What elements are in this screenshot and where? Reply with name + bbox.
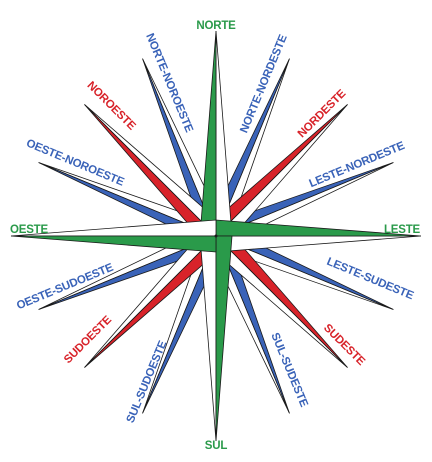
- point-norte-colored-half: [199, 30, 217, 237]
- point-norte: [199, 30, 233, 237]
- label-sudoeste: SUDOESTE: [62, 314, 114, 366]
- label-sul-sudoeste: SUL-SUDOESTE: [125, 339, 170, 425]
- label-noroeste: NOROESTE: [84, 80, 137, 133]
- point-oeste: [10, 219, 217, 253]
- label-leste-sudeste: LESTE-SUDESTE: [325, 256, 416, 303]
- point-oeste-colored-half: [10, 235, 217, 253]
- label-leste-nordeste: LESTE-NORDESTE: [308, 140, 407, 190]
- point-sul: [199, 235, 233, 442]
- ordinal-points-layer: [84, 104, 348, 368]
- label-leste: LESTE: [384, 224, 421, 236]
- point-sul-colored-half: [215, 235, 233, 442]
- point-sul-white-half: [199, 235, 217, 442]
- label-sul: SUL: [205, 440, 228, 452]
- label-norte: NORTE: [196, 20, 236, 32]
- cardinal-points-layer: [10, 30, 422, 442]
- point-norte-white-half: [215, 30, 233, 237]
- point-leste-white-half: [215, 235, 422, 253]
- label-oeste: OESTE: [10, 224, 49, 236]
- center-hub: [214, 234, 218, 238]
